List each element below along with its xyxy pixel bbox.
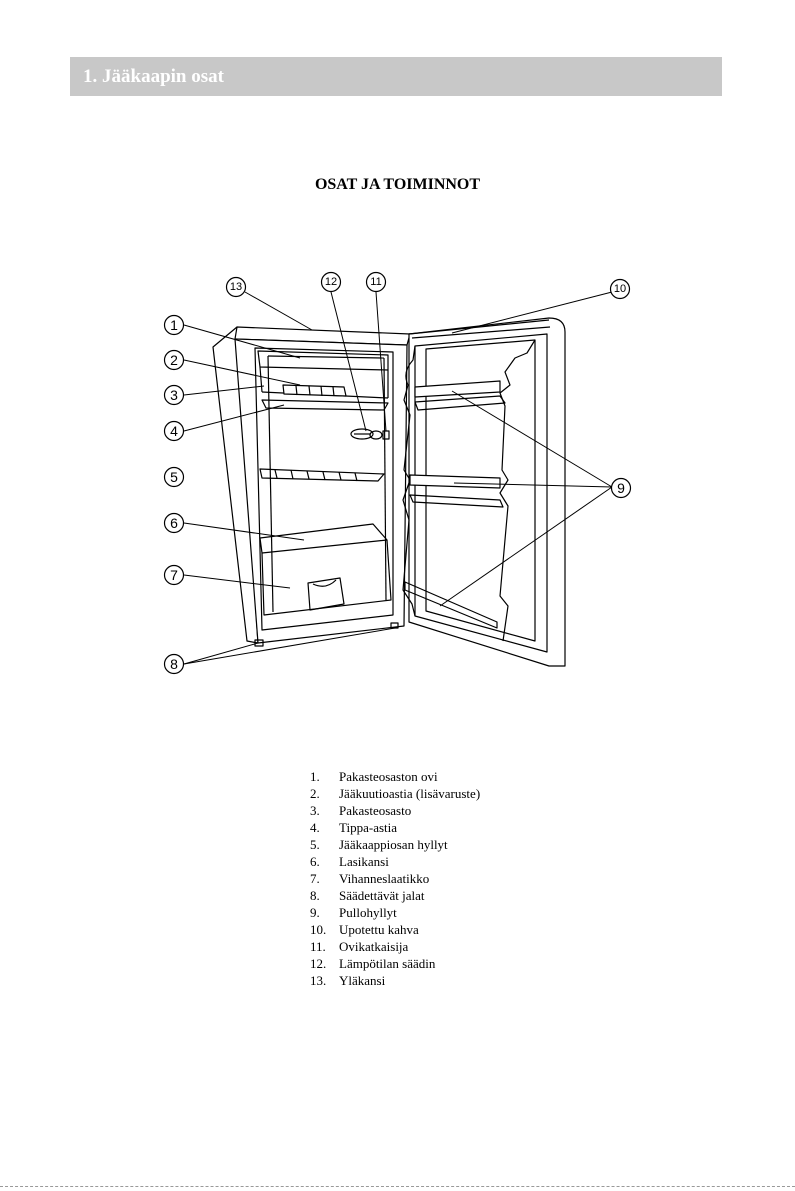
- part-number: 1.: [310, 769, 320, 784]
- part-number: 12.: [310, 956, 327, 971]
- part-label: Jääkuutioastia (lisävaruste): [339, 786, 481, 801]
- callout-12-number: 12: [325, 276, 337, 288]
- bottle-shelves: [404, 380, 506, 629]
- part-label: Jääkaappiosan hyllyt: [339, 837, 448, 852]
- callout-13: 13: [225, 276, 247, 298]
- part-label: Vihanneslaatikko: [339, 871, 430, 886]
- part-number: 13.: [310, 973, 327, 988]
- part-number: 9.: [310, 905, 320, 920]
- list-item: 12. Lämpötilan säädin: [310, 955, 480, 972]
- callout-7: 7: [163, 564, 185, 586]
- callout-12: 12: [320, 271, 342, 293]
- part-label: Säädettävät jalat: [339, 888, 425, 903]
- callout-4: 4: [163, 420, 185, 442]
- callout-5-number: 5: [170, 469, 178, 485]
- callout-8-number: 8: [170, 656, 178, 672]
- temperature-control: [350, 428, 383, 440]
- callout-6-number: 6: [170, 515, 178, 531]
- section-header: 1. Jääkaapin osat: [70, 57, 722, 96]
- part-number: 10.: [310, 922, 327, 937]
- part-label: Upotettu kahva: [339, 922, 419, 937]
- part-number: 5.: [310, 837, 320, 852]
- callout-10: 10: [609, 278, 631, 300]
- list-item: 11. Ovikatkaisija: [310, 938, 480, 955]
- list-item: 5. Jääkaappiosan hyllyt: [310, 836, 480, 853]
- list-item: 13. Yläkansi: [310, 972, 480, 989]
- list-item: 2. Jääkuutioastia (lisävaruste): [310, 785, 480, 802]
- part-number: 4.: [310, 820, 320, 835]
- callout-9-number: 9: [617, 480, 625, 496]
- parts-list: 1. Pakasteosaston ovi 2. Jääkuutioastia (l…: [310, 768, 480, 989]
- callout-1: 1: [163, 314, 185, 336]
- diagram-subtitle: OSAT JA TOIMINNOT: [314, 176, 481, 193]
- list-item: 6. Lasikansi: [310, 853, 480, 870]
- list-item: 10. Upotettu kahva: [310, 921, 480, 938]
- list-item: 8. Säädettävät jalat: [310, 887, 480, 904]
- list-item: 4. Tippa-astia: [310, 819, 480, 836]
- list-item: 7. Vihanneslaatikko: [310, 870, 480, 887]
- callout-6: 6: [163, 512, 185, 534]
- part-number: 2.: [310, 786, 320, 801]
- callout-2: 2: [163, 349, 185, 371]
- part-number: 7.: [310, 871, 320, 886]
- callout-8: 8: [163, 653, 185, 675]
- callout-4-number: 4: [170, 423, 178, 439]
- callout-11: 11: [365, 271, 387, 293]
- leader-lines: [183, 291, 613, 665]
- part-label: Lämpötilan säädin: [339, 956, 436, 971]
- part-label: Pakasteosaston ovi: [339, 769, 438, 784]
- part-label: Yläkansi: [339, 973, 386, 988]
- part-label: Pullohyllyt: [339, 905, 397, 920]
- refrigerator-shelf: [259, 468, 385, 482]
- callout-3: 3: [163, 384, 185, 406]
- part-number: 8.: [310, 888, 320, 903]
- section-title: 1. Jääkaapin osat: [83, 65, 224, 87]
- callout-13-number: 13: [230, 281, 242, 293]
- ice-cube-tray: [282, 384, 347, 397]
- part-number: 6.: [310, 854, 320, 869]
- callout-7-number: 7: [170, 567, 178, 583]
- callout-9: 9: [610, 477, 632, 499]
- list-item: 9. Pullohyllyt: [310, 904, 480, 921]
- fridge-cabinet: [212, 326, 411, 647]
- part-label: Ovikatkaisija: [339, 939, 409, 954]
- callout-5: 5: [163, 466, 185, 488]
- callout-2-number: 2: [170, 352, 178, 368]
- refrigerator-door: [402, 317, 566, 667]
- part-label: Pakasteosasto: [339, 803, 412, 818]
- page-bottom-rule: [0, 1186, 795, 1187]
- callout-11-number: 11: [370, 276, 381, 288]
- part-number: 3.: [310, 803, 320, 818]
- list-item: 1. Pakasteosaston ovi: [310, 768, 480, 785]
- part-label: Tippa-astia: [339, 820, 398, 835]
- part-number: 11.: [310, 939, 326, 954]
- crisper-drawer: [261, 539, 392, 616]
- part-label: Lasikansi: [339, 854, 389, 869]
- fridge-diagram: 1 2 3 4 5 6 7 8 9 10 11 12: [163, 271, 632, 675]
- callout-1-number: 1: [170, 317, 178, 333]
- callout-3-number: 3: [170, 387, 178, 403]
- list-item: 3. Pakasteosasto: [310, 802, 480, 819]
- callout-10-number: 10: [614, 283, 626, 295]
